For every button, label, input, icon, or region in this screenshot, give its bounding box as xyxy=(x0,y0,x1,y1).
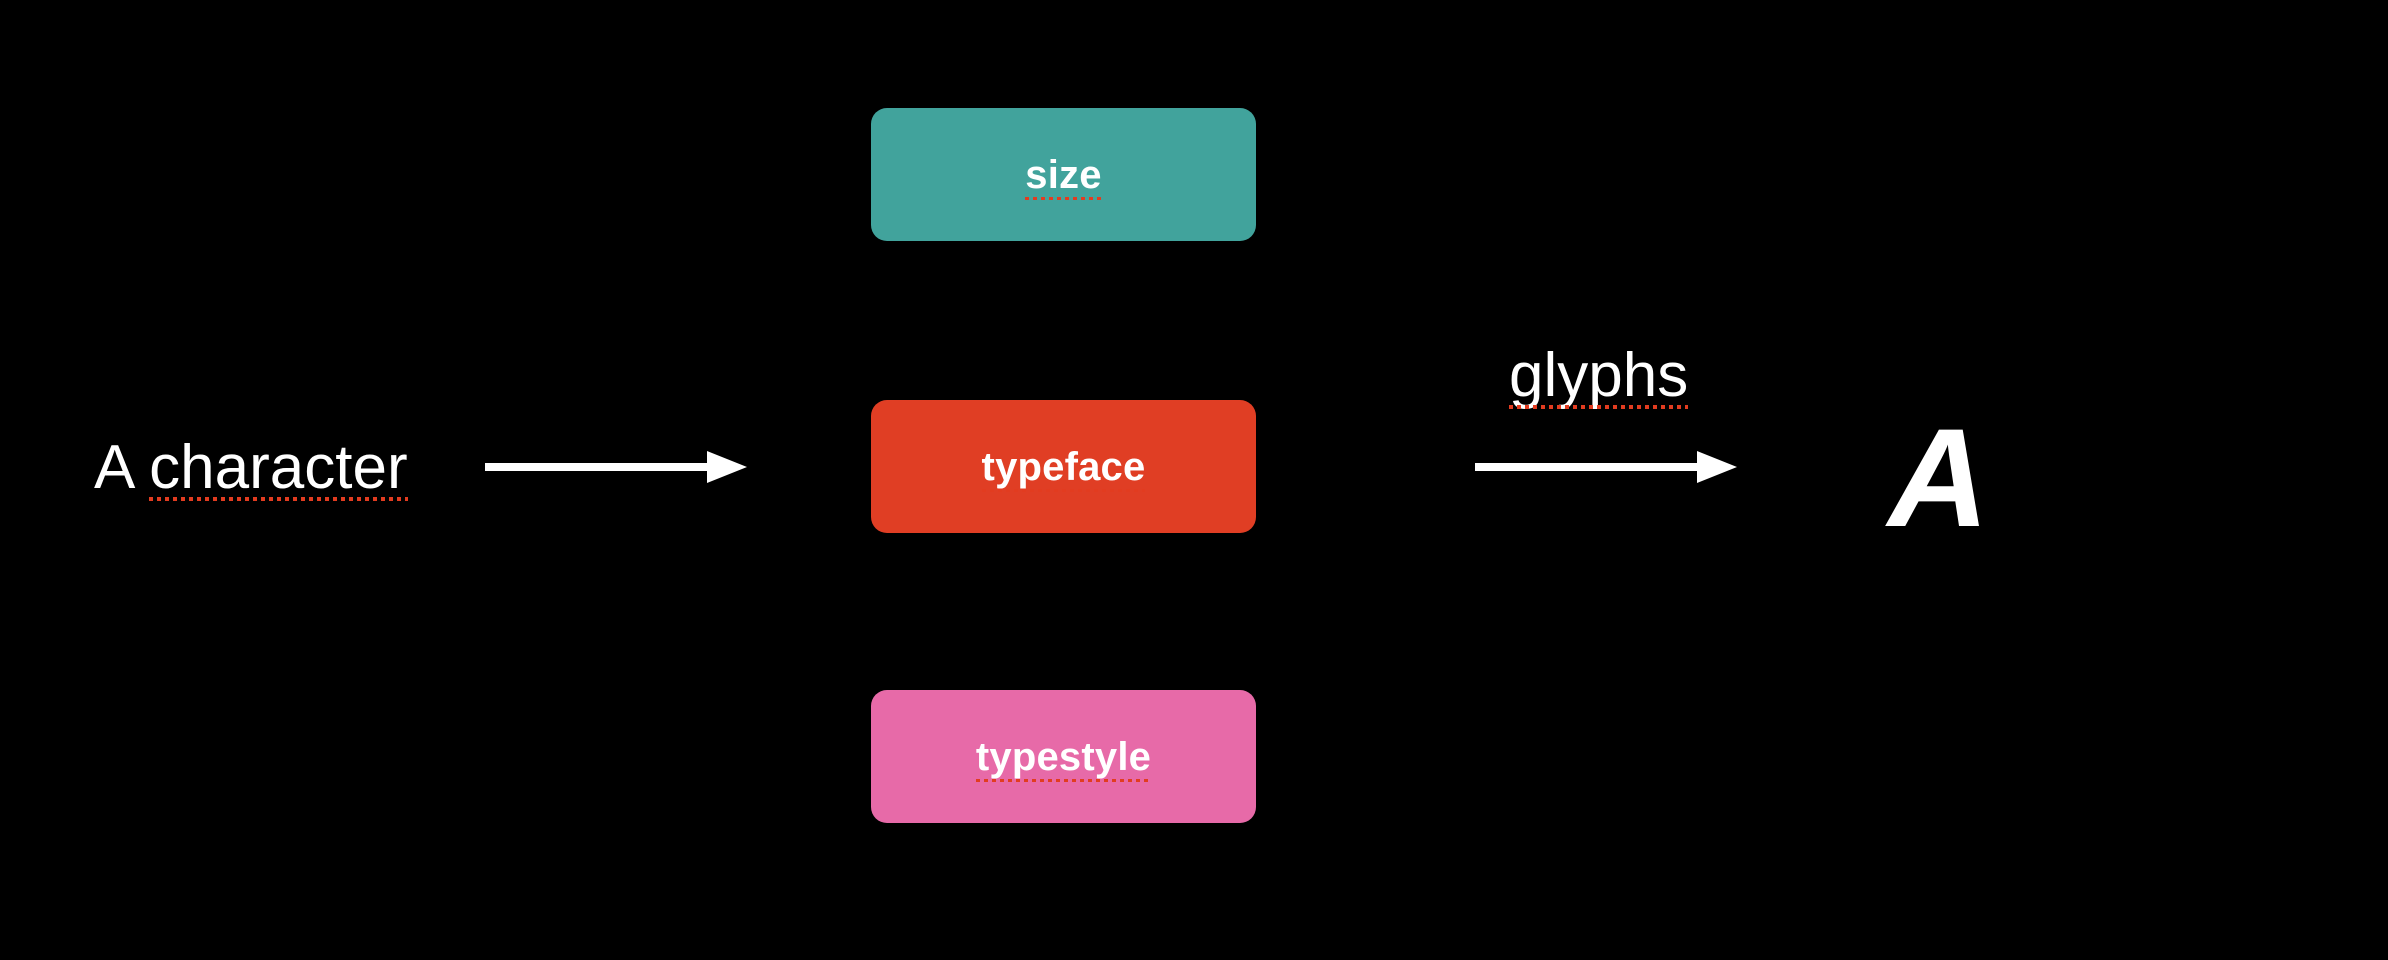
arrow-character-to-typeface-icon xyxy=(485,447,747,487)
input-character-label: A character xyxy=(94,433,409,502)
concept-box-size[interactable]: size xyxy=(871,108,1256,241)
concept-box-typestyle[interactable]: typestyle xyxy=(871,690,1256,823)
concept-box-typestyle-label: typestyle xyxy=(975,734,1152,782)
concept-box-size-label: size xyxy=(1025,152,1103,200)
output-glyph-a: A xyxy=(1888,399,1989,556)
concept-box-typeface-label: typeface xyxy=(981,444,1146,492)
input-character-prefix: A xyxy=(94,433,150,502)
edge-label-glyphs: glyphs xyxy=(1509,341,1689,410)
arrow-typeface-to-glyph-icon xyxy=(1475,447,1737,487)
concept-box-typeface[interactable]: typeface xyxy=(871,400,1256,533)
input-character-word: character xyxy=(149,433,409,502)
